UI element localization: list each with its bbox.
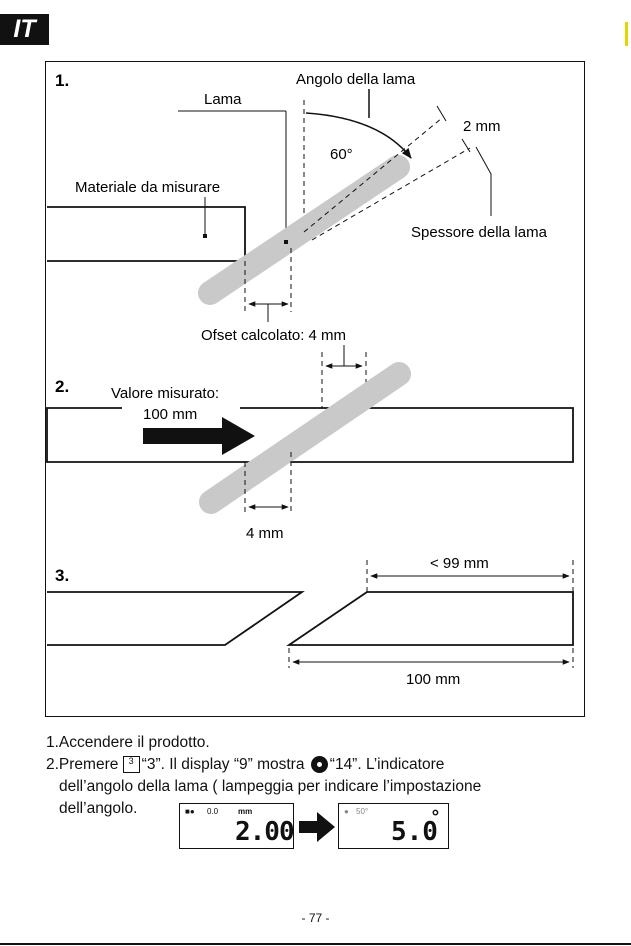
angle-key-icon: 3 <box>122 756 140 774</box>
edge-marker <box>625 22 628 46</box>
key-label: 3 <box>128 756 134 767</box>
thickness-value: 2 mm <box>463 118 501 135</box>
step2-number: 2. <box>55 377 69 396</box>
lcd-display-after: ● 50° 5.0 ° <box>338 803 449 849</box>
measured-label: Valore misurato: <box>111 385 219 402</box>
instruction-line-1: 1.Accendere il prodotto. <box>46 734 210 751</box>
page-number: - 77 - <box>301 911 330 925</box>
instructions: 1.Accendere il prodotto. 2.Premere 3 “3”.… <box>46 732 626 820</box>
lcd-reading: 5.0 <box>391 817 438 847</box>
instruction-line-2: 2.Premere 3 “3”. Il display “9” mostra “1… <box>46 754 626 776</box>
blade-mode-icon: ■● <box>185 807 195 816</box>
step3-number: 3. <box>55 566 69 585</box>
instruction-line-4: dell’angolo. <box>59 800 138 817</box>
blade-thickness-label: Spessore della lama <box>411 224 548 241</box>
less-than-value: < 99 mm <box>430 555 489 572</box>
degree-mark: ° <box>430 807 441 828</box>
dot-icon: ● <box>344 807 349 816</box>
saw-blade-icon <box>310 756 328 774</box>
instruction-text: “3”. Il display “9” mostra <box>141 756 309 773</box>
blade-label: Lama <box>204 91 242 108</box>
lcd-mode-text: 0.0 <box>207 807 219 816</box>
instruction-text: 2.Premere <box>46 756 123 773</box>
lcd-mode-text: 50° <box>356 807 369 816</box>
offset-label: Ofset calcolato: 4 mm <box>201 327 346 344</box>
figure-frame <box>45 61 585 717</box>
material-label: Materiale da misurare <box>75 179 220 196</box>
lcd-unit: mm <box>238 807 253 816</box>
arrow-right-icon <box>299 812 335 842</box>
lcd-display-before: ■● 0.0 mm 2.00 <box>179 803 295 849</box>
instruction-text: “14”. L’indicatore <box>329 756 445 773</box>
instruction-line-3: dell’angolo della lama ( lampeggia per i… <box>59 778 482 795</box>
total-value: 100 mm <box>406 671 460 688</box>
language-badge: IT <box>0 14 49 45</box>
lcd-reading: 2.00 <box>235 817 295 847</box>
offset-value: 4 mm <box>246 525 284 542</box>
measured-value: 100 mm <box>143 406 197 423</box>
angle-value: 60° <box>330 146 353 163</box>
blade-angle-label: Angolo della lama <box>296 71 416 88</box>
bottom-rule <box>0 943 631 945</box>
step1-number: 1. <box>55 71 69 90</box>
